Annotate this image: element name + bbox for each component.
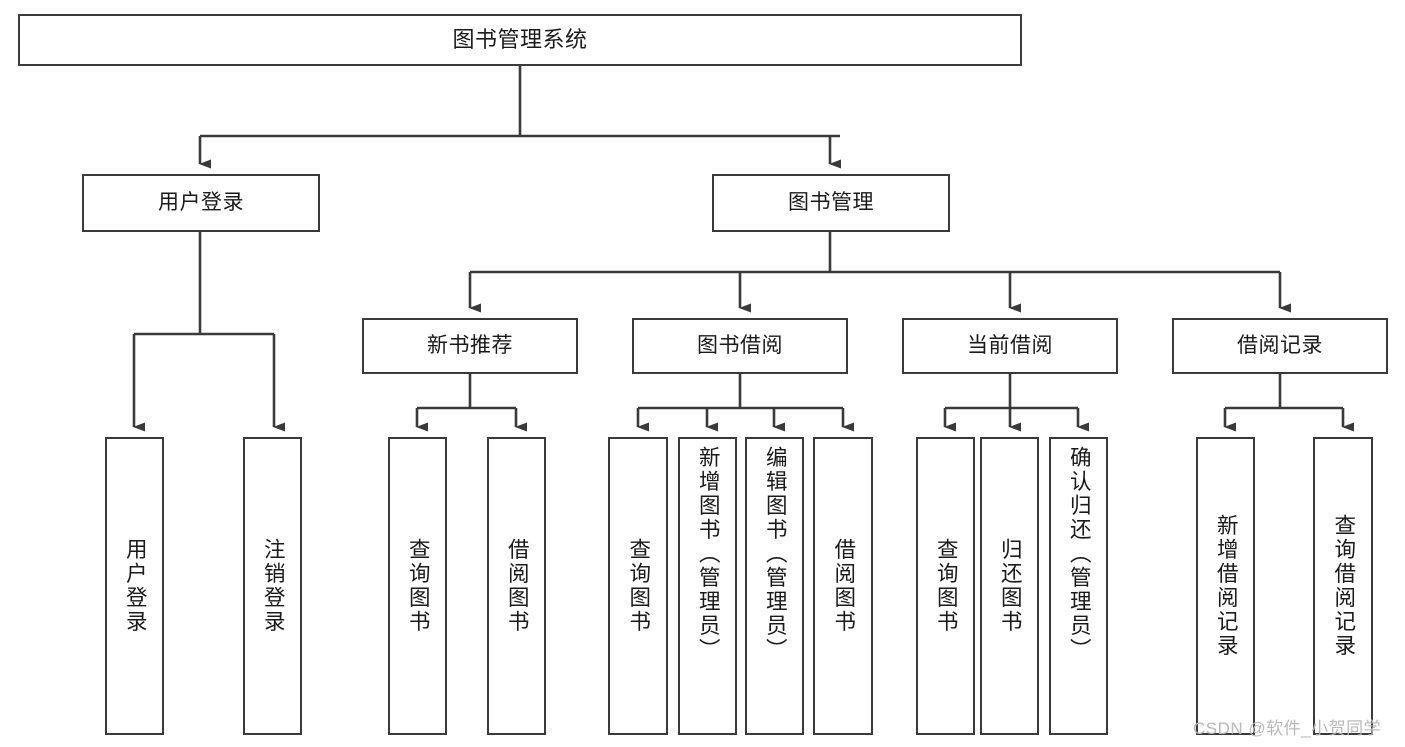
leaf-query-books-recommend[interactable]: 查询图书 bbox=[388, 437, 447, 735]
node-new-book-recommend-label: 新书推荐 bbox=[427, 333, 513, 357]
leaf-return-books-label: 归还图书 bbox=[998, 538, 1023, 634]
node-root-label: 图书管理系统 bbox=[452, 27, 588, 53]
node-new-book-recommend[interactable]: 新书推荐 bbox=[362, 318, 578, 374]
leaf-borrow-books-recommend-label: 借阅图书 bbox=[505, 538, 530, 634]
leaf-query-books-current[interactable]: 查询图书 bbox=[916, 437, 975, 735]
node-book-borrow-label: 图书借阅 bbox=[697, 333, 783, 357]
node-book-borrow[interactable]: 图书借阅 bbox=[632, 318, 848, 374]
csdn-watermark: CSDN @软件_小贺同学 bbox=[1193, 719, 1382, 738]
node-book-management[interactable]: 图书管理 bbox=[712, 174, 950, 232]
node-user-login[interactable]: 用户登录 bbox=[82, 174, 320, 232]
leaf-logout-label: 注销登录 bbox=[261, 538, 286, 634]
leaf-logout[interactable]: 注销登录 bbox=[243, 437, 302, 735]
leaf-borrow-books-borrow[interactable]: 借阅图书 bbox=[813, 437, 873, 735]
node-borrow-records[interactable]: 借阅记录 bbox=[1172, 318, 1388, 374]
leaf-confirm-return-admin-label: 确认归还（管理员） bbox=[1067, 446, 1092, 662]
node-user-login-label: 用户登录 bbox=[158, 190, 244, 214]
leaf-add-book-admin-label: 新增图书（管理员） bbox=[696, 446, 721, 662]
leaf-query-books-recommend-label: 查询图书 bbox=[406, 538, 431, 634]
leaf-query-books-borrow[interactable]: 查询图书 bbox=[608, 437, 668, 735]
node-book-management-label: 图书管理 bbox=[788, 190, 874, 214]
leaf-user-login[interactable]: 用户登录 bbox=[105, 437, 164, 735]
leaf-return-books[interactable]: 归还图书 bbox=[980, 437, 1039, 735]
leaf-query-borrow-record-label: 查询借阅记录 bbox=[1331, 514, 1356, 658]
node-root[interactable]: 图书管理系统 bbox=[18, 14, 1022, 66]
leaf-query-books-current-label: 查询图书 bbox=[934, 538, 959, 634]
leaf-borrow-books-borrow-label: 借阅图书 bbox=[831, 538, 856, 634]
node-current-borrow[interactable]: 当前借阅 bbox=[902, 318, 1118, 374]
leaf-edit-book-admin-label: 编辑图书（管理员） bbox=[763, 446, 788, 662]
leaf-add-borrow-record-label: 新增借阅记录 bbox=[1214, 514, 1239, 658]
node-borrow-records-label: 借阅记录 bbox=[1237, 333, 1323, 357]
leaf-edit-book-admin[interactable]: 编辑图书（管理员） bbox=[745, 437, 804, 735]
leaf-user-login-label: 用户登录 bbox=[123, 538, 148, 634]
leaf-borrow-books-recommend[interactable]: 借阅图书 bbox=[487, 437, 546, 735]
leaf-add-book-admin[interactable]: 新增图书（管理员） bbox=[678, 437, 737, 735]
leaf-query-borrow-record[interactable]: 查询借阅记录 bbox=[1313, 437, 1373, 735]
leaf-add-borrow-record[interactable]: 新增借阅记录 bbox=[1196, 437, 1255, 735]
leaf-query-books-borrow-label: 查询图书 bbox=[626, 538, 651, 634]
node-current-borrow-label: 当前借阅 bbox=[967, 333, 1053, 357]
leaf-confirm-return-admin[interactable]: 确认归还（管理员） bbox=[1049, 437, 1108, 735]
